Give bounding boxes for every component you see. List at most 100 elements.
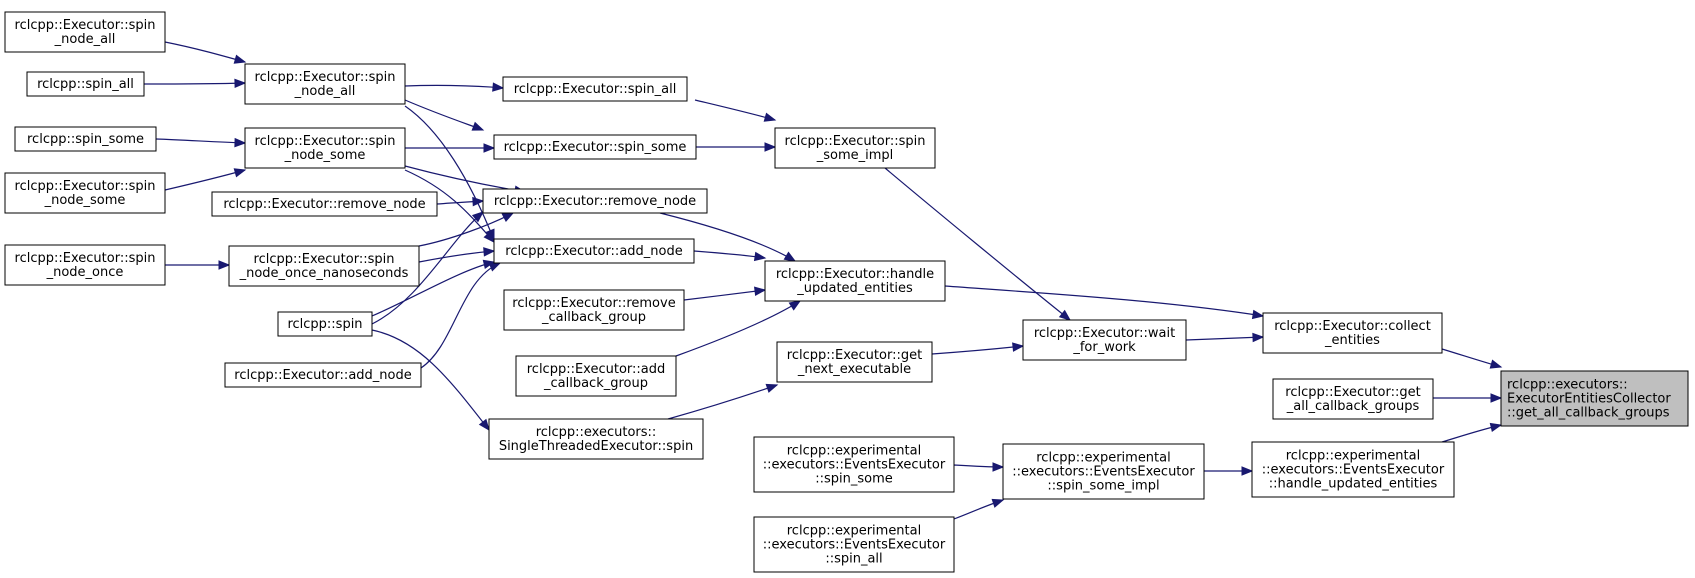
node-label-line: rclcpp::Executor::spin [15, 179, 156, 194]
node-label-line: rclcpp::Executor::collect [1274, 319, 1431, 334]
graph-node-spin-some-impl[interactable]: rclcpp::Executor::spin_some_impl [774, 127, 936, 169]
node-label-line: _node_some [44, 193, 126, 208]
node-box[interactable] [244, 127, 406, 169]
graph-node-collect-entities[interactable]: rclcpp::Executor::collect_entities [1262, 312, 1443, 354]
node-label-line: rclcpp::Executor::spin [15, 18, 156, 33]
edge-arrowhead [233, 168, 247, 178]
node-label-line: rclcpp::experimental [1286, 449, 1420, 464]
graph-node-ee-spin-some[interactable]: rclcpp::experimental::executors::EventsE… [753, 436, 955, 493]
node-label-line: ::handle_updated_entities [1269, 477, 1438, 492]
node-box[interactable] [776, 341, 933, 383]
node-label-line: rclcpp::executors:: [1507, 378, 1628, 393]
graph-node-remove-node-left[interactable]: rclcpp::Executor::remove_node [211, 191, 438, 217]
node-box[interactable] [4, 244, 166, 286]
graph-node-remove-cbg[interactable]: rclcpp::Executor::remove_callback_group [503, 289, 685, 331]
node-label-line: ::executors::EventsExecutor [1262, 463, 1445, 478]
node-box[interactable] [277, 311, 373, 337]
node-label-line: _all_callback_groups [1286, 399, 1420, 414]
node-box[interactable] [1262, 312, 1443, 354]
graph-node-spin-node-some-far[interactable]: rclcpp::Executor::spin_node_some [4, 172, 166, 214]
edge-arrowhead [1489, 359, 1503, 369]
graph-node-rclcpp-spin[interactable]: rclcpp::spin [277, 311, 373, 337]
call-edge [675, 300, 801, 357]
node-label-line: rclcpp::Executor::get [1285, 385, 1420, 400]
node-box[interactable] [228, 245, 420, 287]
node-box[interactable] [753, 436, 955, 493]
node-box[interactable] [493, 238, 695, 264]
node-box[interactable] [753, 516, 955, 573]
call-edge [667, 384, 778, 420]
call-edge [371, 329, 490, 431]
call-edge [404, 84, 504, 89]
graph-node-add-cbg[interactable]: rclcpp::Executor::add_callback_group [515, 355, 677, 397]
node-label-line: rclcpp::Executor::add_node [505, 244, 682, 259]
graph-node-rclcpp-spin-some[interactable]: rclcpp::spin_some [14, 126, 157, 152]
node-box[interactable] [774, 127, 936, 169]
graph-node-rclcpp-spin-all[interactable]: rclcpp::spin_all [26, 71, 145, 97]
graph-node-add-node-left[interactable]: rclcpp::Executor::add_node [224, 362, 422, 388]
graph-node-spin-node-some[interactable]: rclcpp::Executor::spin_node_some [244, 127, 406, 169]
edge-arrowhead [492, 82, 505, 92]
node-label-line: ::get_all_callback_groups [1507, 406, 1670, 421]
node-box[interactable] [4, 172, 166, 214]
graph-node-spin-node-once-ns[interactable]: rclcpp::Executor::spin_node_once_nanosec… [228, 245, 420, 287]
graph-node-handle-updated[interactable]: rclcpp::Executor::handle_updated_entitie… [764, 260, 946, 302]
call-edge [418, 250, 495, 263]
graph-node-spin-node-all[interactable]: rclcpp::Executor::spin_node_all [244, 63, 406, 105]
node-box[interactable] [488, 418, 704, 460]
node-box[interactable] [1251, 441, 1455, 498]
node-box[interactable] [244, 63, 406, 105]
node-box[interactable] [503, 289, 685, 331]
node-label-line: ExecutorEntitiesCollector [1507, 392, 1671, 407]
edge-arrowhead [1490, 393, 1503, 403]
node-box[interactable] [224, 362, 422, 388]
node-box[interactable] [493, 134, 697, 160]
node-box[interactable] [502, 76, 688, 102]
call-edge [694, 99, 776, 121]
graph-node-spin-some-mid[interactable]: rclcpp::Executor::spin_some [493, 134, 697, 160]
graph-node-wait-for-work[interactable]: rclcpp::Executor::wait_for_work [1022, 319, 1187, 361]
edge-arrowhead [218, 260, 231, 270]
call-edge [659, 212, 796, 262]
graph-node-ee-handle-updated[interactable]: rclcpp::experimental::executors::EventsE… [1251, 441, 1455, 498]
nodes-layer: rclcpp::executors::ExecutorEntitiesColle… [4, 11, 1689, 573]
edge-arrowhead [1489, 422, 1503, 433]
node-box[interactable] [211, 191, 438, 217]
call-edge [404, 105, 495, 241]
node-label-line: _some_impl [816, 148, 894, 163]
node-box[interactable] [1002, 443, 1205, 500]
node-label-line: ::spin_some_impl [1047, 479, 1159, 494]
call-edge [164, 169, 246, 191]
edge-arrowhead [753, 251, 767, 262]
graph-node-spin-all-mid[interactable]: rclcpp::Executor::spin_all [502, 76, 688, 102]
graph-node-add-node-mid[interactable]: rclcpp::Executor::add_node [493, 238, 695, 264]
graph-node-get-next-exec[interactable]: rclcpp::Executor::get_next_executable [776, 341, 933, 383]
node-box[interactable] [482, 188, 708, 214]
node-box[interactable] [1022, 319, 1187, 361]
edge-arrowhead [788, 300, 802, 311]
edge-arrowhead [234, 137, 247, 148]
edge-arrowhead [483, 247, 496, 257]
node-box[interactable] [14, 126, 157, 152]
graph-node-spin-node-all-far[interactable]: rclcpp::Executor::spin_node_all [4, 11, 166, 53]
call-edge [371, 261, 495, 317]
node-box[interactable] [515, 355, 677, 397]
edge-arrowhead [478, 418, 490, 432]
node-label-line: rclcpp::experimental [787, 524, 921, 539]
graph-node-ste-spin[interactable]: rclcpp::executors::SingleThreadedExecuto… [488, 418, 704, 460]
node-box[interactable] [4, 11, 166, 53]
graph-node-get-all-cbg[interactable]: rclcpp::Executor::get_all_callback_group… [1272, 378, 1434, 420]
node-box[interactable] [764, 260, 946, 302]
node-box[interactable] [1272, 378, 1434, 420]
graph-node-ee-spin-all[interactable]: rclcpp::experimental::executors::EventsE… [753, 516, 955, 573]
node-label-line: rclcpp::Executor::remove_node [494, 194, 696, 209]
graph-node-ee-spin-some-impl[interactable]: rclcpp::experimental::executors::EventsE… [1002, 443, 1205, 500]
graph-node-root[interactable]: rclcpp::executors::ExecutorEntitiesColle… [1500, 370, 1689, 427]
edge-arrowhead [483, 231, 495, 244]
node-label-line: _node_once [46, 265, 124, 280]
graph-node-spin-node-once[interactable]: rclcpp::Executor::spin_node_once [4, 244, 166, 286]
node-box[interactable] [26, 71, 145, 97]
node-box[interactable] [1500, 370, 1689, 427]
graph-node-remove-node-mid[interactable]: rclcpp::Executor::remove_node [482, 188, 708, 214]
